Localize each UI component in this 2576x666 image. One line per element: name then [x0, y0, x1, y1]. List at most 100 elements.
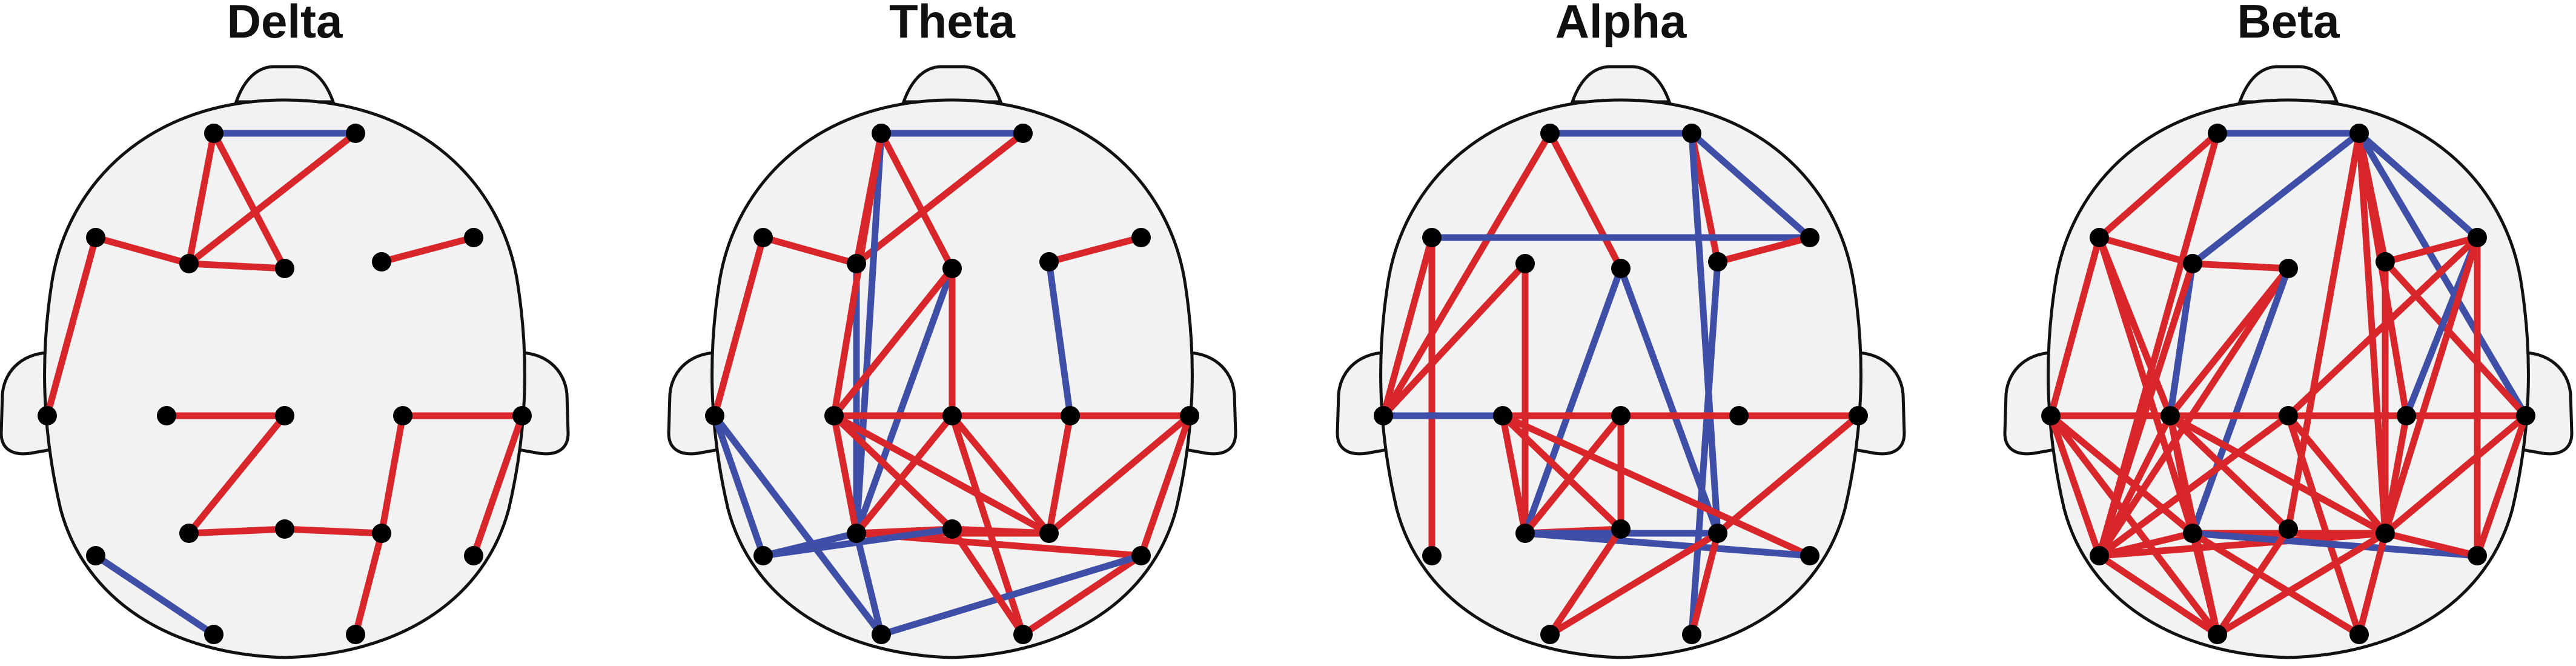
edge-Pz-P4	[281, 525, 385, 537]
edge-F4-O2	[1688, 258, 1721, 638]
electrode-T6	[2468, 546, 2487, 565]
edge-C4-P4	[378, 412, 406, 537]
electrode-C4	[1061, 406, 1080, 425]
edge-Fp2-F3	[185, 130, 359, 267]
electrode-P4	[2376, 524, 2395, 543]
electrode-F3	[179, 254, 199, 273]
edge-T5-O1	[2096, 552, 2221, 638]
edge-F3-Fz	[185, 260, 288, 272]
edge-T3-P3	[2047, 412, 2196, 537]
electrode-T3	[1374, 406, 1393, 425]
edge-T4-P4	[1714, 412, 1862, 537]
electrode-Fz	[275, 259, 294, 278]
electrode-C4	[2397, 406, 2416, 425]
edge-C3-P4	[2167, 412, 2389, 537]
edge-C4-P4	[2382, 412, 2410, 537]
electrode-T3	[2041, 406, 2061, 425]
edge-Fz-P3	[1521, 265, 1624, 537]
edge-Fz-P3	[853, 265, 956, 537]
connection-edges	[1380, 130, 1862, 638]
edge-P3-O2	[2189, 530, 2363, 638]
panel-title: Theta	[889, 0, 1016, 48]
edge-Pz-O1	[1546, 525, 1624, 638]
electrode-nodes	[705, 124, 1199, 644]
electrode-T5	[86, 546, 105, 565]
electrode-P4	[1708, 524, 1727, 543]
electrode-T3	[38, 406, 57, 425]
edge-Pz-O1	[2214, 525, 2292, 638]
edge-Fp1-F3	[185, 130, 217, 267]
edge-P4-O1	[2214, 530, 2389, 638]
edge-F7-T3	[2047, 234, 2103, 419]
edge-P4-O2	[352, 530, 385, 638]
edge-T5-O1	[92, 552, 217, 638]
panel-title: Beta	[2237, 0, 2340, 48]
electrode-Fp2	[346, 124, 365, 143]
edge-C3-Pz	[2167, 412, 2292, 533]
electrode-T5	[2090, 546, 2109, 565]
right-ear-shape	[2518, 351, 2574, 456]
edge-Cz-P3	[853, 412, 956, 537]
edge-P3-T6	[1521, 530, 1813, 559]
electrode-C4	[393, 406, 412, 425]
electrode-F3	[2183, 254, 2202, 273]
left-ear-shape	[0, 351, 55, 456]
electrode-Cz	[275, 406, 294, 425]
electrode-F7	[753, 228, 773, 247]
edge-C3-Pz	[1499, 412, 1624, 533]
edge-T4-P4	[1045, 412, 1193, 537]
edge-F3-C3	[2167, 260, 2196, 419]
edge-F4-F8	[1045, 234, 1145, 265]
electrode-Fz	[2279, 259, 2298, 278]
electrode-T4	[1849, 406, 1868, 425]
edge-Fp2-F3	[853, 130, 1027, 267]
edge-F4-C4	[1045, 258, 1074, 419]
electrode-P3	[1515, 524, 1535, 543]
electrode-O2	[346, 625, 365, 644]
connection-edges	[711, 130, 1193, 638]
edge-Cz-P4	[2285, 412, 2389, 537]
edge-T3-T5	[711, 412, 767, 559]
edge-P4-O1	[1546, 530, 1721, 638]
electrode-F4	[372, 252, 391, 271]
nose-shape	[234, 65, 336, 104]
electrode-nodes	[1374, 124, 1868, 644]
electrode-T4	[1180, 406, 1199, 425]
edge-F4-F8	[1714, 234, 1813, 265]
electrode-Pz	[942, 519, 962, 539]
electrode-nodes	[2041, 124, 2535, 644]
edge-T3-O1	[711, 412, 885, 638]
edge-F4-T4	[2382, 258, 2529, 419]
electrode-Fp2	[1013, 124, 1033, 143]
electrode-nodes	[38, 124, 532, 644]
edge-Cz-O2	[2285, 412, 2363, 638]
connection-edges	[44, 130, 526, 638]
edge-Fp1-F7	[2096, 130, 2221, 241]
edge-T5-P4	[2096, 530, 2389, 559]
edge-F7-F3	[2096, 234, 2196, 267]
electrode-Fz	[1611, 259, 1631, 278]
edge-P3-O1	[2189, 530, 2221, 638]
edge-C3-P3	[1499, 412, 1529, 537]
electrode-O1	[1540, 625, 1560, 644]
electrode-Fp1	[1540, 124, 1560, 143]
edge-Fp2-F3	[2189, 130, 2363, 267]
edge-Fz-P4	[1617, 265, 1721, 537]
electrode-F8	[1800, 228, 1819, 247]
electrode-C3	[2160, 406, 2180, 425]
scalp-outline	[1379, 98, 1862, 659]
connection-edges	[2047, 130, 2529, 638]
nose-shape	[2237, 65, 2339, 104]
electrode-T5	[753, 546, 773, 565]
edge-Fp1-Fz	[878, 130, 956, 272]
scalp-outline	[2047, 98, 2530, 659]
edge-F4-F8	[378, 234, 477, 265]
edge-C3-T6	[1499, 412, 1813, 559]
edge-P4-T6	[2382, 530, 2481, 559]
right-ear-shape	[514, 351, 570, 456]
electrode-Fz	[942, 259, 962, 278]
electrode-O2	[1013, 625, 1033, 644]
electrode-T3	[705, 406, 724, 425]
edge-Cz-P4	[949, 412, 1053, 537]
